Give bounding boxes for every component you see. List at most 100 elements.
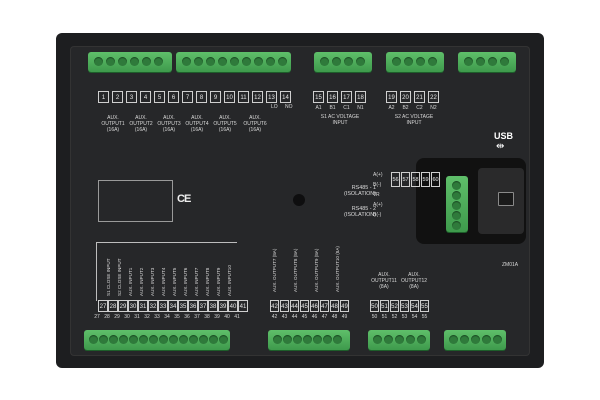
aux-input3-label: AUX. INPUT3 (150, 267, 155, 296)
aux-output1-label: AUX. OUTPUT1 (16A) (101, 115, 125, 133)
aux-input10-label: AUX. INPUT10 (227, 265, 232, 296)
under-41: 41 (234, 314, 240, 320)
pin-29: 29 (118, 300, 128, 312)
rs485-terminal (446, 176, 468, 232)
rs485-marker-b1: B(-) (373, 182, 382, 188)
pin-30: 30 (128, 300, 138, 312)
right-under-54: 54 (411, 314, 418, 320)
terminal-block-top-2 (176, 52, 291, 72)
s1-sub-row: A1 B1 C1 N1 (313, 105, 366, 111)
pin-22: 22 (428, 91, 439, 103)
right-under-55: 55 (421, 314, 428, 320)
pin-8: 8 (196, 91, 207, 103)
terminal-block-s2 (386, 52, 444, 72)
pin-5: 5 (154, 91, 165, 103)
under-31: 31 (134, 314, 140, 320)
pin-60: 60 (431, 172, 440, 187)
mid-under-43: 43 (281, 314, 288, 320)
pin-37: 37 (198, 300, 208, 312)
pin-34: 34 (168, 300, 178, 312)
pin-42: 42 (270, 300, 279, 312)
pin-38: 38 (208, 300, 218, 312)
terminal-block-bottom-2 (268, 330, 350, 350)
mid-under-45: 45 (301, 314, 308, 320)
pin-14: 14 (280, 91, 291, 103)
usb-icon: ⇹ (496, 141, 505, 152)
pin-6: 6 (168, 91, 179, 103)
aux-output3-label: AUX. OUTPUT3 (16A) (157, 115, 181, 133)
right-under-53: 53 (401, 314, 408, 320)
terminal-block-bottom-3 (368, 330, 430, 350)
pin-53: 53 (400, 300, 409, 312)
aux-output10-label: AUX. OUTPUT10 (8A) (335, 246, 340, 292)
under-35: 35 (174, 314, 180, 320)
under-30: 30 (124, 314, 130, 320)
pin-58: 58 (411, 172, 420, 187)
s2-voltage-label: S2 AC VOLTAGE INPUT (394, 114, 434, 126)
pin-59: 59 (421, 172, 430, 187)
pin-50: 50 (370, 300, 379, 312)
aux-output9-label: AUX. OUTPUT9 (8A) (314, 248, 319, 292)
right-under-50: 50 (371, 314, 378, 320)
pin-54: 54 (410, 300, 419, 312)
model-tag: ZM01A (502, 262, 519, 268)
usb-port[interactable] (498, 192, 514, 206)
aux-output2-label: AUX. OUTPUT2 (16A) (129, 115, 153, 133)
s1-pin-row: 15 16 17 18 (313, 91, 366, 103)
s1-sub-a1: A1 (315, 105, 322, 111)
pin-41: 41 (238, 300, 248, 312)
aux-output6-label: AUX. OUTPUT6 (16A) (243, 115, 267, 133)
under-37: 37 (194, 314, 200, 320)
s2-pin-row: 19 20 21 22 (386, 91, 439, 103)
pin-36: 36 (188, 300, 198, 312)
pin-13: 13 (266, 91, 277, 103)
pin-18: 18 (355, 91, 366, 103)
pin-21: 21 (414, 91, 425, 103)
pin-43: 43 (280, 300, 289, 312)
pin-51: 51 (380, 300, 389, 312)
right-under-52: 52 (391, 314, 398, 320)
input-bracket (96, 242, 237, 301)
right-pin-under-row: 50 51 52 53 54 55 (370, 314, 429, 320)
terminal-block-bottom-1 (84, 330, 230, 350)
pin-44: 44 (290, 300, 299, 312)
pin-sub-lo: LO (271, 104, 278, 110)
pin-57: 57 (401, 172, 410, 187)
mid-under-46: 46 (311, 314, 318, 320)
pin-31: 31 (138, 300, 148, 312)
pin-39: 39 (218, 300, 228, 312)
pin-20: 20 (400, 91, 411, 103)
pin-sub-no: NO (285, 104, 293, 110)
aux-input8-label: AUX. INPUT8 (205, 267, 210, 296)
rs485-2-label: RS485 - 2 (ISOLATION) (344, 206, 376, 218)
pin-56: 56 (391, 172, 400, 187)
label-window (98, 180, 173, 222)
aux-output5-label: AUX. OUTPUT5 (16A) (213, 115, 237, 133)
pin-9: 9 (210, 91, 221, 103)
aux-input7-label: AUX. INPUT7 (194, 267, 199, 296)
pin-3: 3 (126, 91, 137, 103)
terminal-block-s1 (314, 52, 372, 72)
top-pin-row: 1 2 3 4 5 6 7 8 9 10 11 12 13 14 (98, 91, 291, 103)
mid-pin-under-row: 42 43 44 45 46 47 48 49 (270, 314, 349, 320)
pin-27: 27 (98, 300, 108, 312)
s2-sub-a2: A2 (388, 105, 395, 111)
usb-label: USB (494, 131, 514, 141)
under-33: 33 (154, 314, 160, 320)
mounting-hole (293, 194, 305, 206)
under-40: 40 (224, 314, 230, 320)
pin-46: 46 (310, 300, 319, 312)
aux-input1-label: AUX. INPUT1 (128, 267, 133, 296)
aux-output8-label: AUX. OUTPUT8 (8A) (293, 248, 298, 292)
mid-pin-row: 42 43 44 45 46 47 48 49 (270, 300, 349, 312)
pin-35: 35 (178, 300, 188, 312)
pin-28: 28 (108, 300, 118, 312)
rs485-marker-col: A(+) B(-) TR A(+) B(-) (373, 172, 383, 221)
s1-close-input-label: S1 CLOSE INPUT (106, 258, 111, 296)
pin-52: 52 (390, 300, 399, 312)
under-29: 29 (114, 314, 120, 320)
right-pin-row: 50 51 52 53 54 55 (370, 300, 429, 312)
pin-48: 48 (330, 300, 339, 312)
aux-output7-label: AUX. OUTPUT7 (8A) (272, 248, 277, 292)
s2-sub-c2: C2 (416, 105, 423, 111)
